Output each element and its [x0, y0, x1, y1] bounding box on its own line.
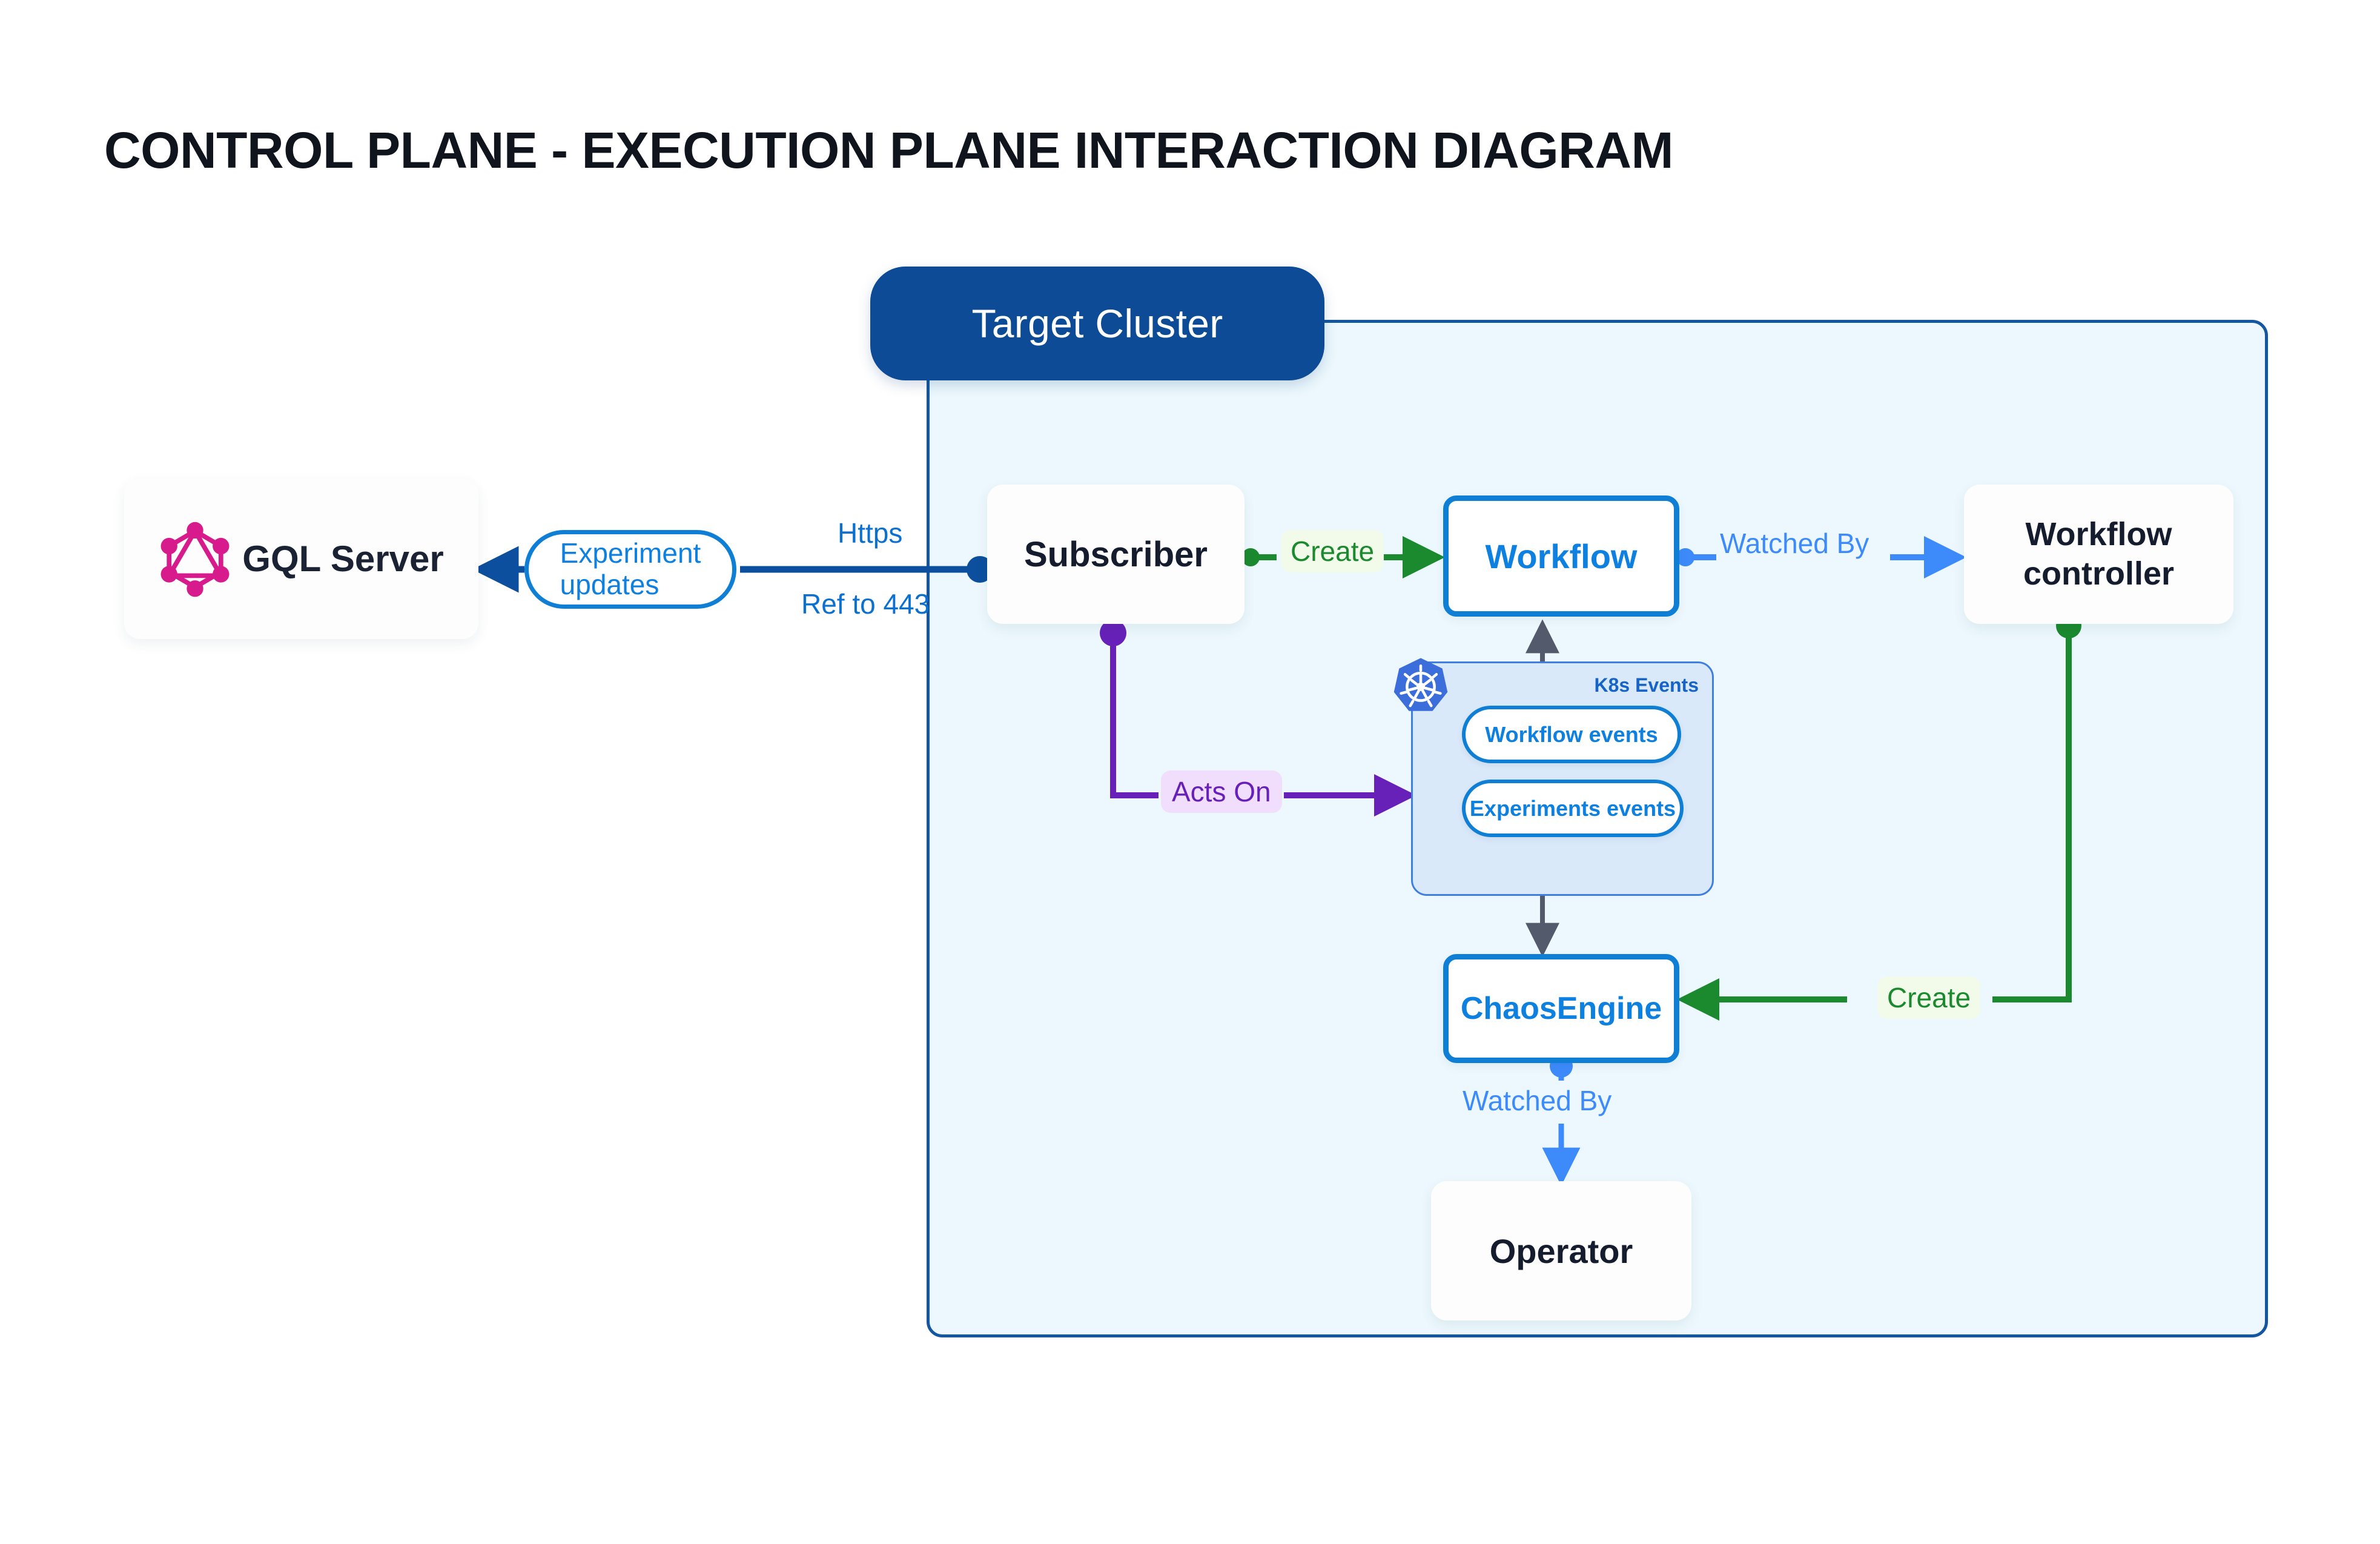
k8s-event-workflow-events-label: Workflow events [1485, 721, 1658, 747]
node-chaosengine[interactable]: ChaosEngine [1443, 954, 1679, 1063]
node-operator-label: Operator [1489, 1231, 1633, 1270]
edge-label-create-chaosengine: Create [1877, 976, 1981, 1019]
node-subscriber[interactable]: Subscriber [987, 485, 1245, 624]
edge-label-watched-by-controller: Watched By [1720, 528, 1869, 559]
k8s-event-experiments-events-label: Experiments events [1469, 795, 1676, 821]
target-cluster-label: Target Cluster [870, 267, 1324, 380]
graphql-icon [159, 521, 231, 597]
edge-label-https: Https [838, 517, 903, 549]
kubernetes-icon [1388, 655, 1453, 721]
edge-label-watched-by-operator: Watched By [1463, 1085, 1612, 1116]
node-chaosengine-label: ChaosEngine [1460, 991, 1662, 1026]
node-workflow[interactable]: Workflow [1443, 495, 1679, 617]
node-gql-server[interactable]: GQL Server [124, 479, 478, 639]
edge-label-ref-to-443: Ref to 443 [801, 588, 930, 620]
node-gql-server-label: GQL Server [242, 538, 444, 579]
k8s-events-title: K8s Events [1594, 674, 1699, 696]
edge-label-acts-on: Acts On [1161, 770, 1282, 813]
k8s-events-group: K8s Events [1411, 661, 1714, 896]
node-workflow-label: Workflow [1485, 537, 1638, 575]
k8s-event-experiments-events[interactable]: Experiments events [1462, 780, 1684, 837]
edge-label-create-workflow: Create [1281, 530, 1384, 572]
k8s-event-workflow-events[interactable]: Workflow events [1462, 706, 1681, 763]
page-title: CONTROL PLANE - EXECUTION PLANE INTERACT… [104, 122, 1673, 179]
node-subscriber-label: Subscriber [1024, 534, 1208, 574]
node-operator[interactable]: Operator [1431, 1181, 1691, 1320]
